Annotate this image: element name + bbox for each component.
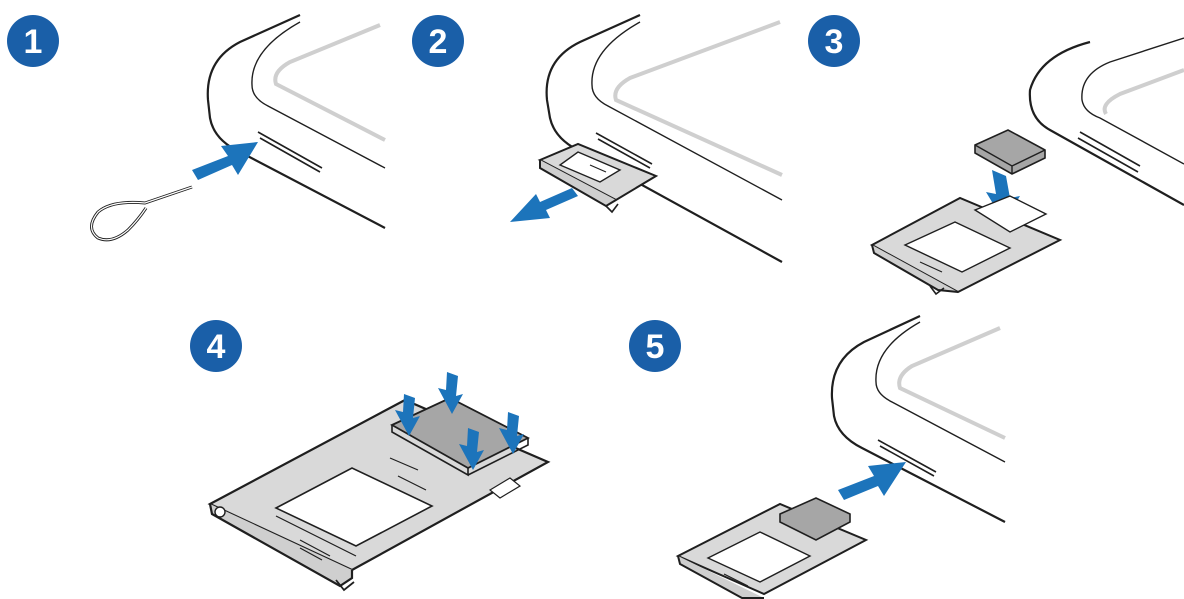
step-number-5: 5 [646,328,665,366]
device-inner-edge [251,21,386,169]
sim-slot [877,439,937,477]
screen-line [1102,68,1184,116]
screen-line [613,20,783,177]
step-2-panel: 2 [412,13,783,263]
step-badge-3 [808,15,860,67]
step-number-1: 1 [24,23,43,61]
press-arrow-icon [499,412,524,454]
sim-tray [537,142,659,214]
step-badge-2 [412,15,464,67]
insert-arrow-icon [838,462,906,500]
press-arrow-icon [395,394,420,436]
sim-slot [257,131,323,173]
device-inner-edge [1081,37,1184,165]
device-outline [830,315,1006,523]
screen-line [273,23,386,142]
step-number-3: 3 [825,23,844,61]
eject-arrow-icon [510,188,578,222]
device-inner-edge [591,21,783,201]
sim-tray [869,195,1063,296]
step-5-panel: 5 [629,315,1006,599]
insert-arrow-icon [192,142,258,180]
sim-card [779,497,851,541]
step-badge-4 [190,320,242,372]
press-arrow-icon [438,372,463,414]
step-badge-5 [629,320,681,372]
device-inner-edge [875,321,1006,463]
step-number-4: 4 [207,328,226,366]
sim-tray [675,497,869,599]
device-outline [1028,40,1184,206]
screen-line [897,326,1006,440]
device-outline [545,13,783,263]
step-4-panel: 4 [190,320,551,592]
step-1-panel: 1 [7,13,386,242]
sim-slot [1077,131,1141,173]
step-3-panel: 3 [808,15,1184,296]
step-badge-1 [7,15,59,67]
sim-slot [595,132,653,169]
press-arrow-icon [459,428,484,470]
sim-card [974,129,1046,175]
step-number-2: 2 [429,23,448,61]
